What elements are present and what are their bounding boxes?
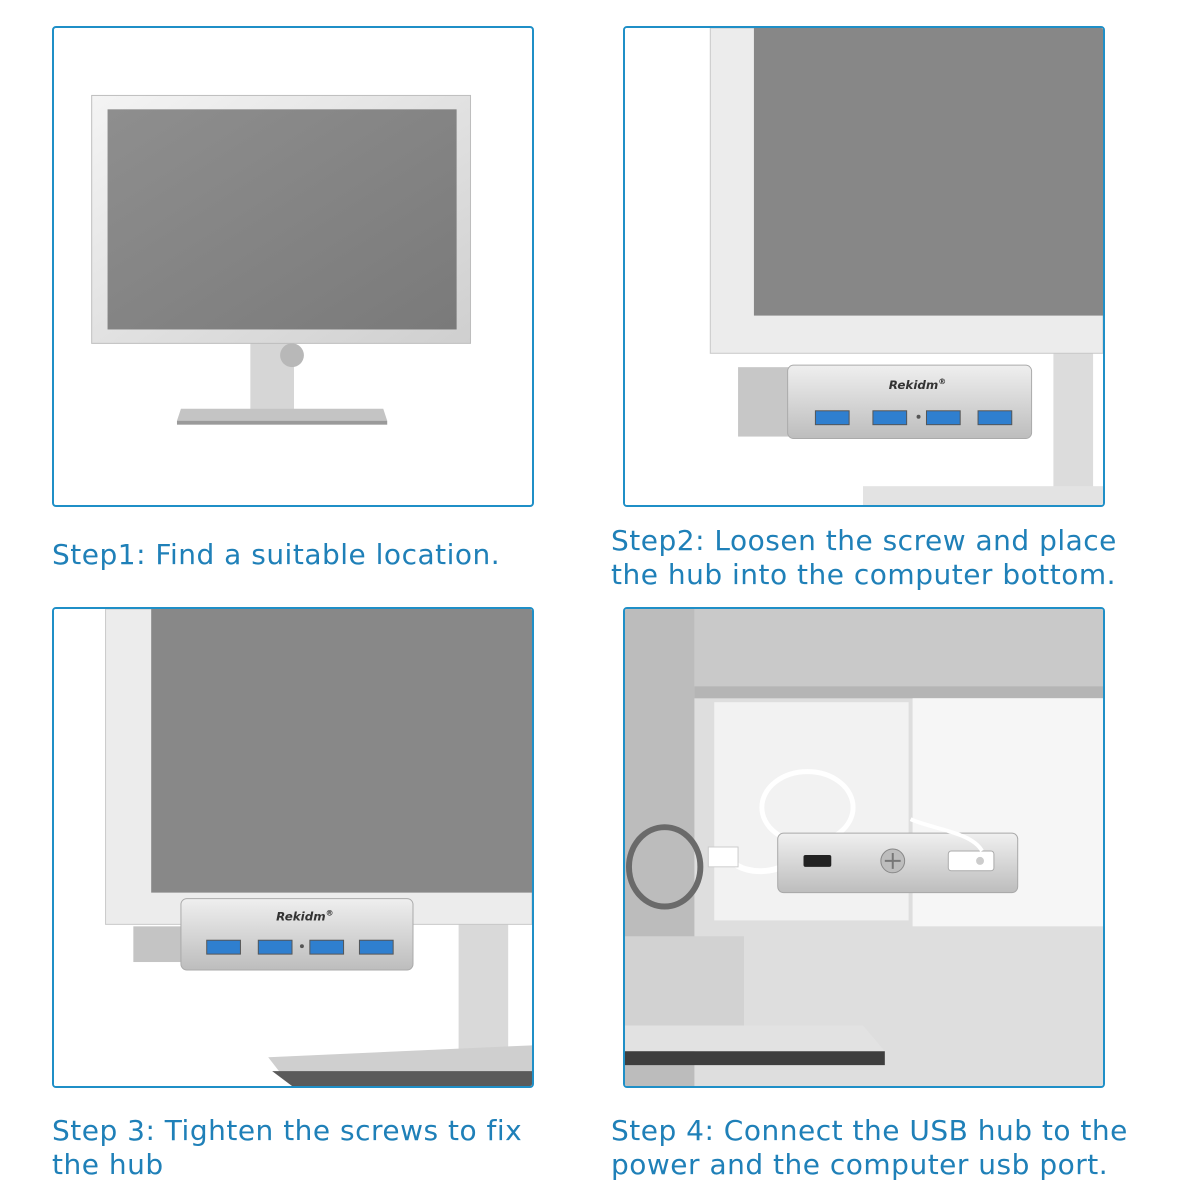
step2-caption: Step2: Loosen the screw and place the hu…: [611, 524, 1117, 591]
step4-image-frame: [623, 607, 1105, 1088]
usb-hub-body: [787, 364, 1033, 440]
step1-image-frame: [52, 26, 534, 507]
usb-port: [206, 939, 241, 955]
step3-image-frame: Rekidm®: [52, 607, 534, 1088]
stand-cable-hole: [280, 343, 304, 368]
monitor-stand-neck: [1053, 347, 1094, 505]
monitor-screen: [753, 28, 1103, 316]
power-cable: [909, 817, 984, 853]
hub-under-monitor-illustration: Rekidm®: [625, 28, 1103, 505]
step1-caption: Step1: Find a suitable location.: [52, 538, 501, 571]
usb-port: [925, 410, 961, 426]
hdmi-port: [803, 854, 832, 867]
hub-fixed-illustration: Rekidm®: [54, 609, 532, 1086]
hub-brand-label: Rekidm®: [276, 908, 333, 923]
monitor-stand-base: [268, 1045, 532, 1076]
step4-caption: Step 4: Connect the USB hub to the power…: [611, 1114, 1128, 1181]
power-port: [947, 850, 995, 872]
hub-connection-illustration: [625, 609, 1103, 1086]
monitor-stand-neck: [458, 906, 509, 1066]
monitor-illustration: [91, 94, 472, 425]
usb-port: [977, 410, 1013, 426]
usb-port: [257, 939, 293, 955]
monitor-screen: [107, 109, 457, 330]
usb-port: [358, 939, 394, 955]
usb-port: [814, 410, 850, 426]
usb-port: [872, 410, 908, 426]
usb-plug: [707, 846, 739, 868]
monitor-screen: [151, 609, 532, 893]
monitor-stand-base: [176, 408, 388, 421]
hub-brand-label: Rekidm®: [889, 377, 946, 392]
step3-caption: Step 3: Tighten the screws to fix the hu…: [52, 1114, 523, 1181]
step2-image-frame: Rekidm®: [623, 26, 1105, 507]
monitor-stand-base: [625, 1025, 885, 1052]
usb-port: [309, 939, 345, 955]
